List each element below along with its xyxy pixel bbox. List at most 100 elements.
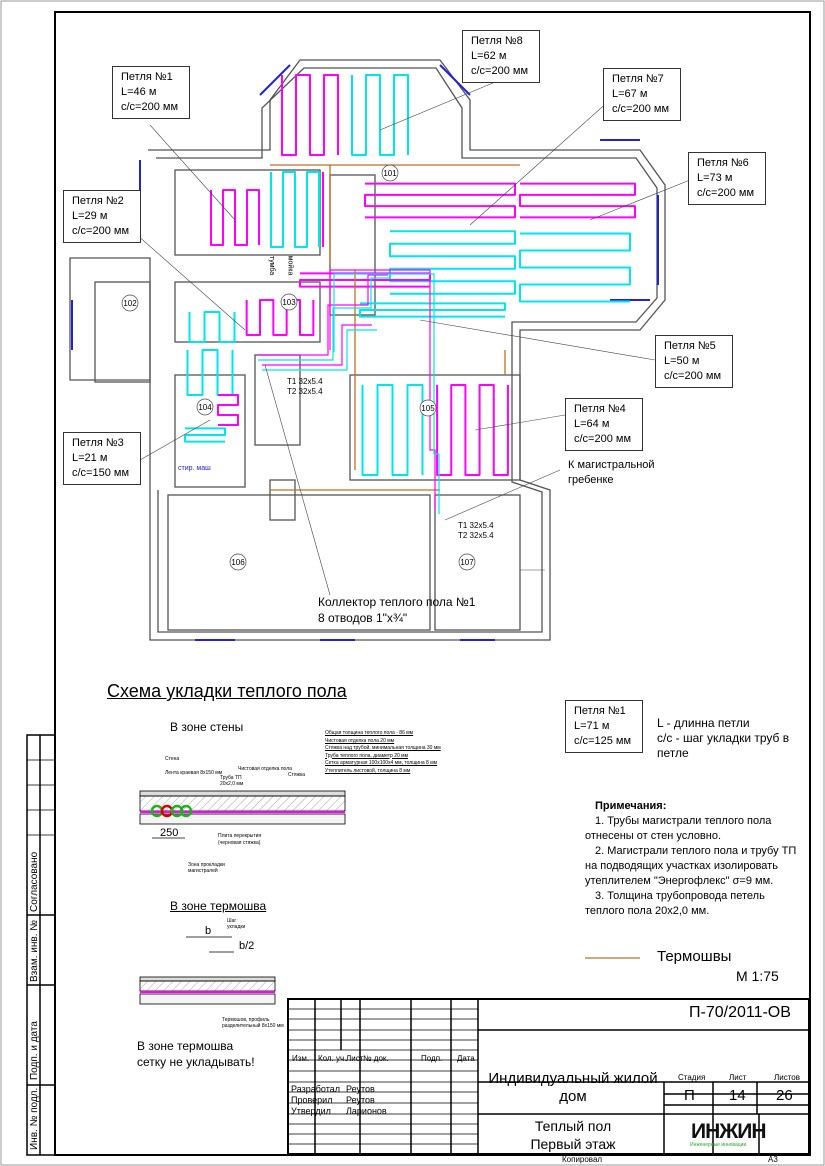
sheet-value: 14 — [729, 1087, 746, 1104]
thermal-joints — [270, 164, 520, 491]
scale-label: М 1:75 — [736, 968, 779, 984]
heating-loop-pipe — [519, 232, 631, 303]
loop-step: с/с=200 мм — [697, 187, 755, 199]
label-zone: Зона прокладки — [188, 862, 225, 868]
loop-step: с/с=200 мм — [72, 225, 130, 237]
header-sign: Подп. — [421, 1054, 443, 1063]
loop-length: L=62 м — [471, 50, 507, 62]
role-approved: Утвердил — [291, 1106, 331, 1116]
name-checked: Реутов — [346, 1095, 375, 1105]
pipe-label-t1: Т1 32х5.4 — [287, 377, 323, 386]
loop-length: L=73 м — [697, 172, 733, 184]
heating-loop-pipe — [188, 311, 236, 343]
loop-step: с/с=200 мм — [664, 370, 722, 382]
name-developed: Реутов — [346, 1084, 375, 1094]
heating-loops — [184, 74, 636, 476]
loop-callout-2: Петля №2 L=29 м с/с=200 мм — [63, 190, 141, 243]
room-number: 103 — [282, 298, 296, 307]
heating-loop-pipe — [351, 74, 409, 156]
wall-section-drawing — [139, 790, 346, 1005]
label-step: Шаг — [227, 918, 237, 924]
room-marker — [280, 293, 298, 311]
stamp-sign-date: Подп. и дата — [29, 1021, 40, 1080]
loop-length: L=29 м — [72, 210, 108, 222]
label-edge-tape: Лента краевая 8х150 мм — [165, 770, 223, 776]
loop-title: Петля №2 — [72, 195, 124, 207]
dimension-250: 250 — [160, 827, 179, 839]
loop-length: L=64 м — [574, 418, 610, 430]
loop-step: с/с=200 мм — [574, 433, 632, 445]
loop-step: с/с=150 мм — [72, 467, 130, 479]
loop-callout-6: Петля №6 L=73 м с/с=200 мм — [688, 152, 766, 205]
heating-loop-pipe — [270, 171, 320, 248]
leader-lines — [119, 79, 691, 596]
header-sheet: Лист — [346, 1054, 364, 1063]
stage-label: Стадия — [678, 1073, 706, 1082]
room-marker — [121, 294, 139, 312]
room-marker — [229, 553, 247, 571]
label-finish: Чистовая отделка пола — [238, 766, 292, 772]
sheets-label: Листов — [774, 1073, 800, 1082]
side-stamp-grid — [26, 734, 56, 1156]
loop-length: L=46 м — [121, 86, 157, 98]
role-checked: Проверил — [291, 1095, 333, 1105]
heating-loop-pipe — [217, 394, 239, 426]
format-label: А3 — [768, 1155, 778, 1164]
sheet-label: Лист — [729, 1073, 747, 1082]
heating-loop-pipe — [210, 189, 260, 246]
room-marker — [196, 398, 214, 416]
dimension-b2: b/2 — [239, 940, 255, 952]
loop-title: Петля №3 — [72, 437, 124, 449]
stamp-inv-orig: Инв. № подл. — [29, 1087, 40, 1150]
heating-loop-pipe — [186, 349, 234, 396]
sheets-value: 26 — [776, 1087, 793, 1104]
heating-loop-pipe — [364, 182, 516, 219]
header-date: Дата — [457, 1054, 475, 1063]
dimension-b: b — [205, 925, 212, 937]
loop-title: Петля №7 — [612, 73, 664, 85]
loop-title: Петля №6 — [697, 157, 749, 169]
heating-loop-pipe — [245, 299, 315, 336]
heating-loop-pipe — [359, 302, 506, 318]
room-number: 107 — [460, 558, 474, 567]
notes: Примечания: 1. Трубы магистрали теплого … — [585, 800, 797, 917]
label-profile: Термошов, профиль — [222, 1017, 270, 1023]
heating-loop-pipe — [389, 230, 516, 295]
loop-title: Петля №8 — [471, 35, 523, 47]
room-number: 105 — [421, 404, 435, 413]
drawing-frame — [54, 11, 811, 1156]
loop-length: L=67 м — [612, 88, 648, 100]
room-number: 101 — [383, 169, 397, 178]
sink-label: мойка — [286, 255, 294, 276]
loop-step: с/с=200 мм — [471, 65, 529, 77]
pipe-label-t2: Т2 32х5.4 — [287, 387, 323, 396]
scheme-title: Схема укладки теплого пола — [107, 681, 347, 701]
room-number: 106 — [231, 558, 245, 567]
room-marker — [419, 399, 437, 417]
stamp-replace-inv: Взам. инв. № — [29, 920, 40, 982]
label-step2: укладки — [227, 924, 246, 930]
loop-step: с/с=200 мм — [121, 101, 179, 113]
loop-callout-8: Петля №8 L=62 м с/с=200 мм — [462, 30, 540, 83]
role-developed: Разработал — [291, 1084, 340, 1094]
label-slab: Плита перекрытия — [218, 833, 262, 839]
stage-value: П — [684, 1087, 695, 1104]
document-code: П-70/2011-ОВ — [689, 1004, 791, 1021]
company-logo-subtitle: Инженерные инновации — [690, 1142, 747, 1148]
room-number: 104 — [198, 403, 212, 412]
pipe-label-t1-manifold: Т1 32х5.4 — [458, 521, 494, 530]
cabinet-label: тумба — [268, 255, 276, 276]
header-doc: № док. — [363, 1054, 389, 1063]
heating-loop-pipe — [184, 427, 226, 443]
heating-loop-pipe — [361, 384, 424, 476]
company-logo: ИНЖИН — [691, 1120, 766, 1143]
